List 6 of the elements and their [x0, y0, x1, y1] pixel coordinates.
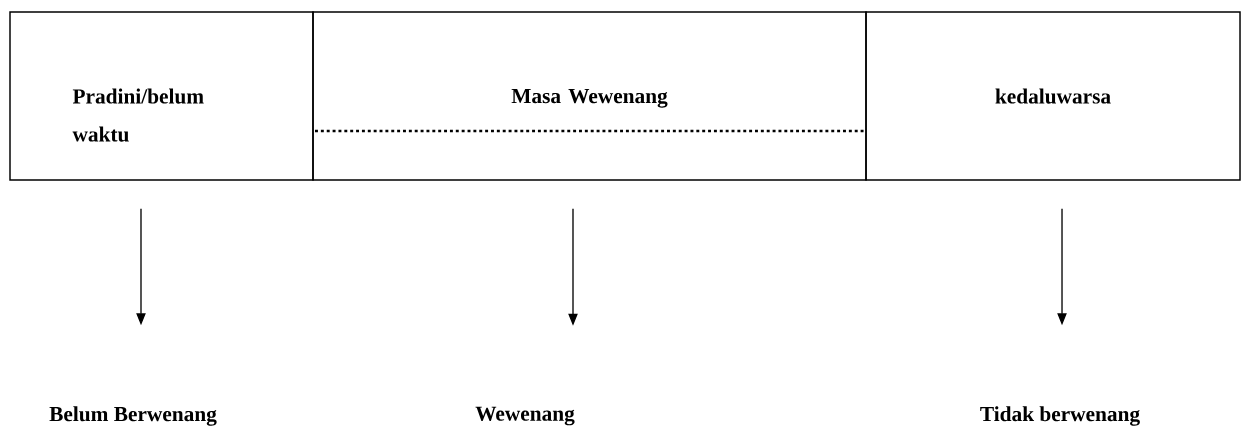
result-label: Tidak berwenang [980, 406, 1140, 426]
result-label: Wewenang [475, 406, 575, 426]
table-cell: Masa Wewenang [312, 11, 867, 181]
table-cell: Pradini/belum waktu [9, 11, 314, 181]
table-cell: kedaluwarsa [865, 11, 1241, 181]
result-label: Belum Berwenang [49, 406, 217, 426]
